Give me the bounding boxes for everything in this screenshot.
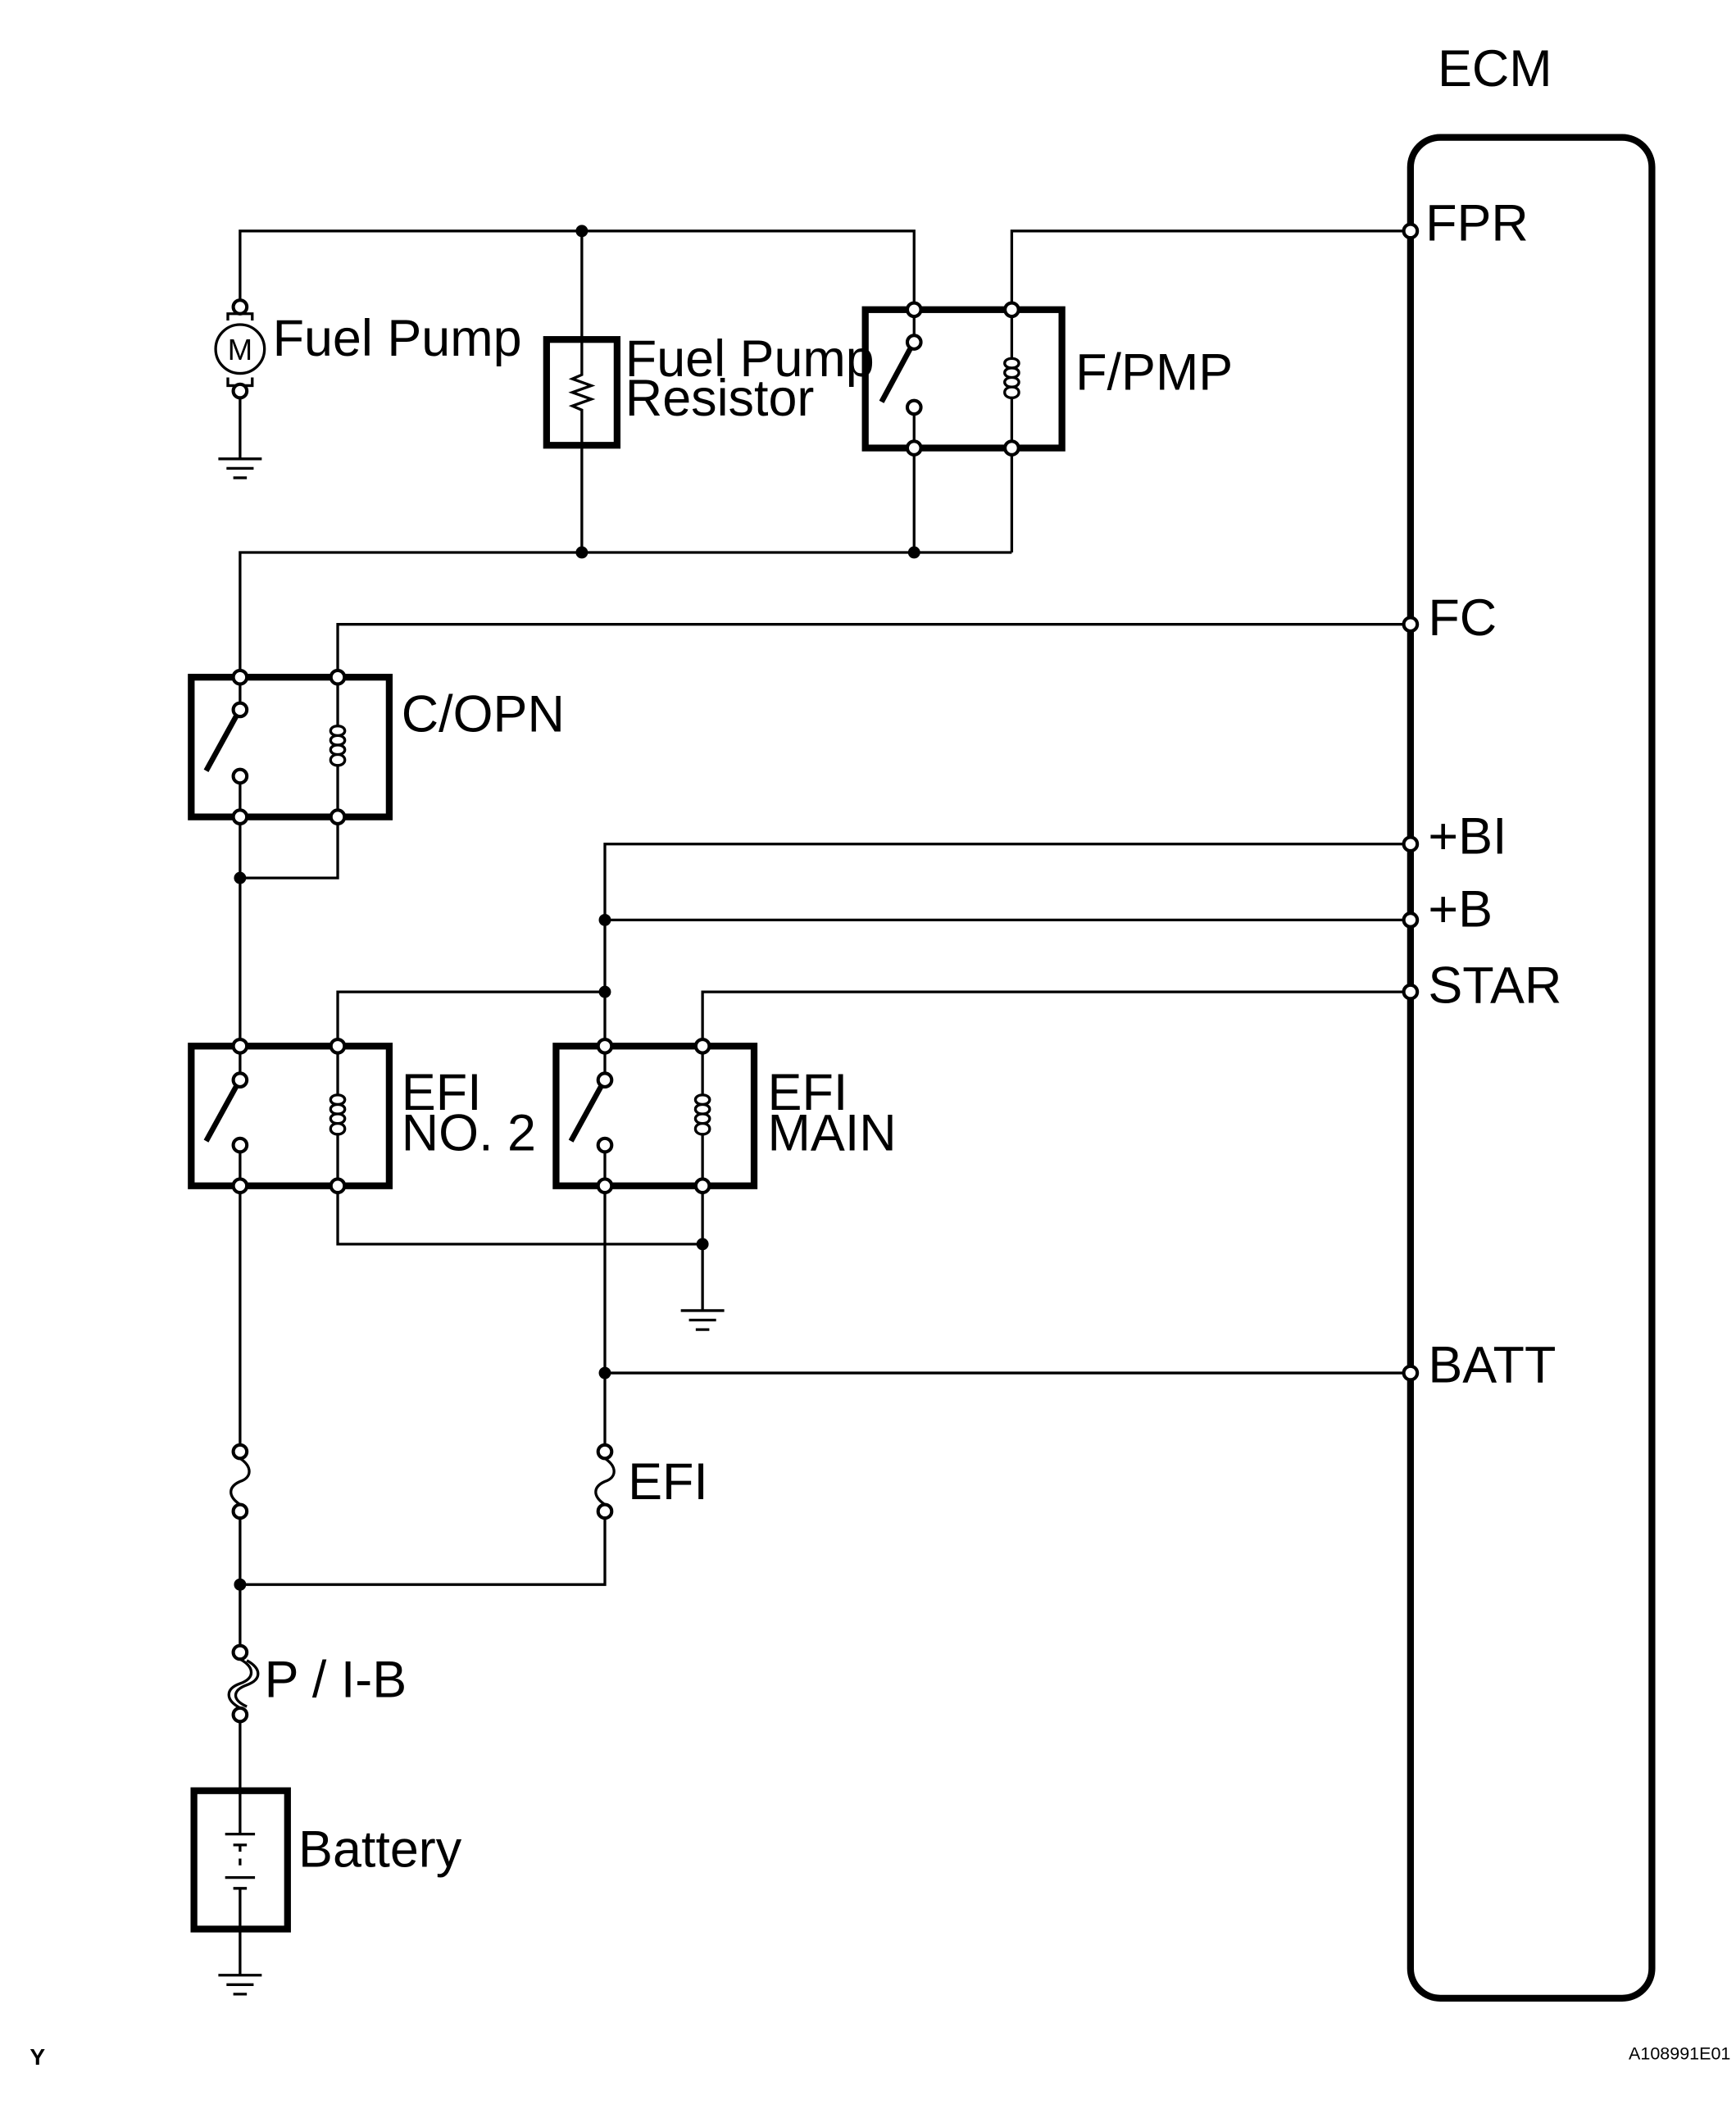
efi-main-switch-blade (568, 1085, 603, 1143)
efi-no2-label-line2: NO. 2 (402, 1105, 536, 1162)
ground-relays (680, 1309, 725, 1331)
ecm-box (1407, 134, 1656, 2002)
wire-top-bus (239, 230, 916, 314)
coil-icon (1003, 357, 1020, 399)
wire-coil-ground (336, 1185, 703, 1246)
motor-symbol (214, 323, 266, 375)
fuse-icon (229, 1457, 251, 1506)
junction-dot (598, 913, 611, 926)
wires (239, 230, 1411, 1975)
junction-dot (575, 546, 589, 559)
ecm-pin-batt (1402, 1364, 1420, 1382)
footer-right-code: A108991E01 (1629, 2043, 1730, 2063)
ecm-title: ECM (1438, 40, 1552, 98)
fuse-pib-label: P / I-B (265, 1652, 407, 1709)
copn-relay-label: C/OPN (402, 685, 565, 743)
fpmp-relay-label: F/PMP (1075, 343, 1233, 401)
fpmp-switch-blade (879, 348, 913, 403)
wire-fuse-bottoms (239, 1511, 607, 1586)
efi-no2-relay: EFI NO. 2 (188, 1037, 536, 1195)
ecm-pin-label-b: +B (1428, 881, 1493, 939)
footer-left-code: Y (30, 2044, 45, 2070)
resistor-label-line2: Resistor (625, 370, 815, 427)
battery: Battery (190, 1787, 462, 1933)
junction-dot (234, 871, 247, 884)
junction-dot (575, 225, 589, 238)
fuel-pump-terminal-bottom (231, 382, 249, 400)
efi-no2-switch-blade (203, 1085, 239, 1143)
efi-main-relay: EFI MAIN (552, 1037, 897, 1195)
junction-dot (696, 1238, 709, 1251)
coil-icon (329, 1093, 347, 1136)
ecm-pin-label-fc: FC (1428, 589, 1497, 647)
junction-dot (234, 1578, 247, 1591)
coil-icon (693, 1093, 711, 1136)
coil-icon (329, 725, 347, 767)
efi-main-label-line1: EFI (768, 1064, 848, 1121)
fpmp-relay-box (861, 306, 1066, 452)
efi-main-label-line2: MAIN (768, 1105, 897, 1162)
battery-label: Battery (298, 1820, 462, 1878)
efi-no2-relay-box (188, 1043, 393, 1189)
wire-fc (336, 623, 1411, 678)
copn-switch-blade (203, 715, 239, 772)
wire-fpr (1010, 230, 1411, 310)
motor-letter: M (228, 333, 252, 366)
fuse-efi-no2 (229, 1443, 251, 1520)
wire-copn-coil-out (239, 816, 339, 879)
junctions (234, 225, 920, 1591)
ecm-pin-label-batt: BATT (1428, 1337, 1556, 1394)
wire-bi (603, 843, 1411, 920)
fuse-icon (594, 1457, 616, 1506)
junction-dot (598, 1366, 611, 1379)
ecm-pin-fpr (1402, 222, 1420, 240)
fuel-pump-resistor: Fuel Pump Resistor (543, 330, 875, 449)
ecm-pin-bi (1402, 835, 1420, 853)
fusible-link-icon (227, 1657, 253, 1710)
wire-star (701, 990, 1411, 1047)
resistor-zigzag (568, 339, 596, 446)
ecm-pin-label-bi: +BI (1428, 807, 1507, 865)
fuel-pump: M Fuel Pump (214, 298, 522, 400)
fuse-pib: P / I-B (227, 1643, 407, 1724)
fuse-efi: EFI (594, 1443, 708, 1520)
ecm-pin-star (1402, 983, 1420, 1001)
wire-efi2-coil-in (336, 990, 605, 1047)
fpmp-relay: F/PMP (861, 301, 1233, 457)
efi-no2-label-line1: EFI (402, 1064, 482, 1121)
ground-battery (218, 1974, 262, 1996)
resistor-label-line1: Fuel Pump (625, 330, 875, 388)
junction-dot (907, 546, 920, 559)
ground-fuel-pump (218, 457, 262, 480)
fuel-pump-terminal-top (231, 298, 249, 316)
wire-mid-bus (239, 551, 1012, 678)
fuel-pump-label: Fuel Pump (273, 310, 522, 367)
ecm-pin-fc (1402, 616, 1420, 634)
junction-dot (598, 985, 611, 998)
ecm-pin-label-fpr: FPR (1425, 194, 1529, 252)
copn-relay-box (188, 674, 393, 820)
efi-main-relay-box (552, 1043, 758, 1189)
ecm-pin-label-star: STAR (1428, 957, 1561, 1014)
copn-relay: C/OPN (188, 668, 565, 825)
fuse-efi-label: EFI (628, 1453, 708, 1511)
ecm-pin-b (1402, 911, 1420, 929)
